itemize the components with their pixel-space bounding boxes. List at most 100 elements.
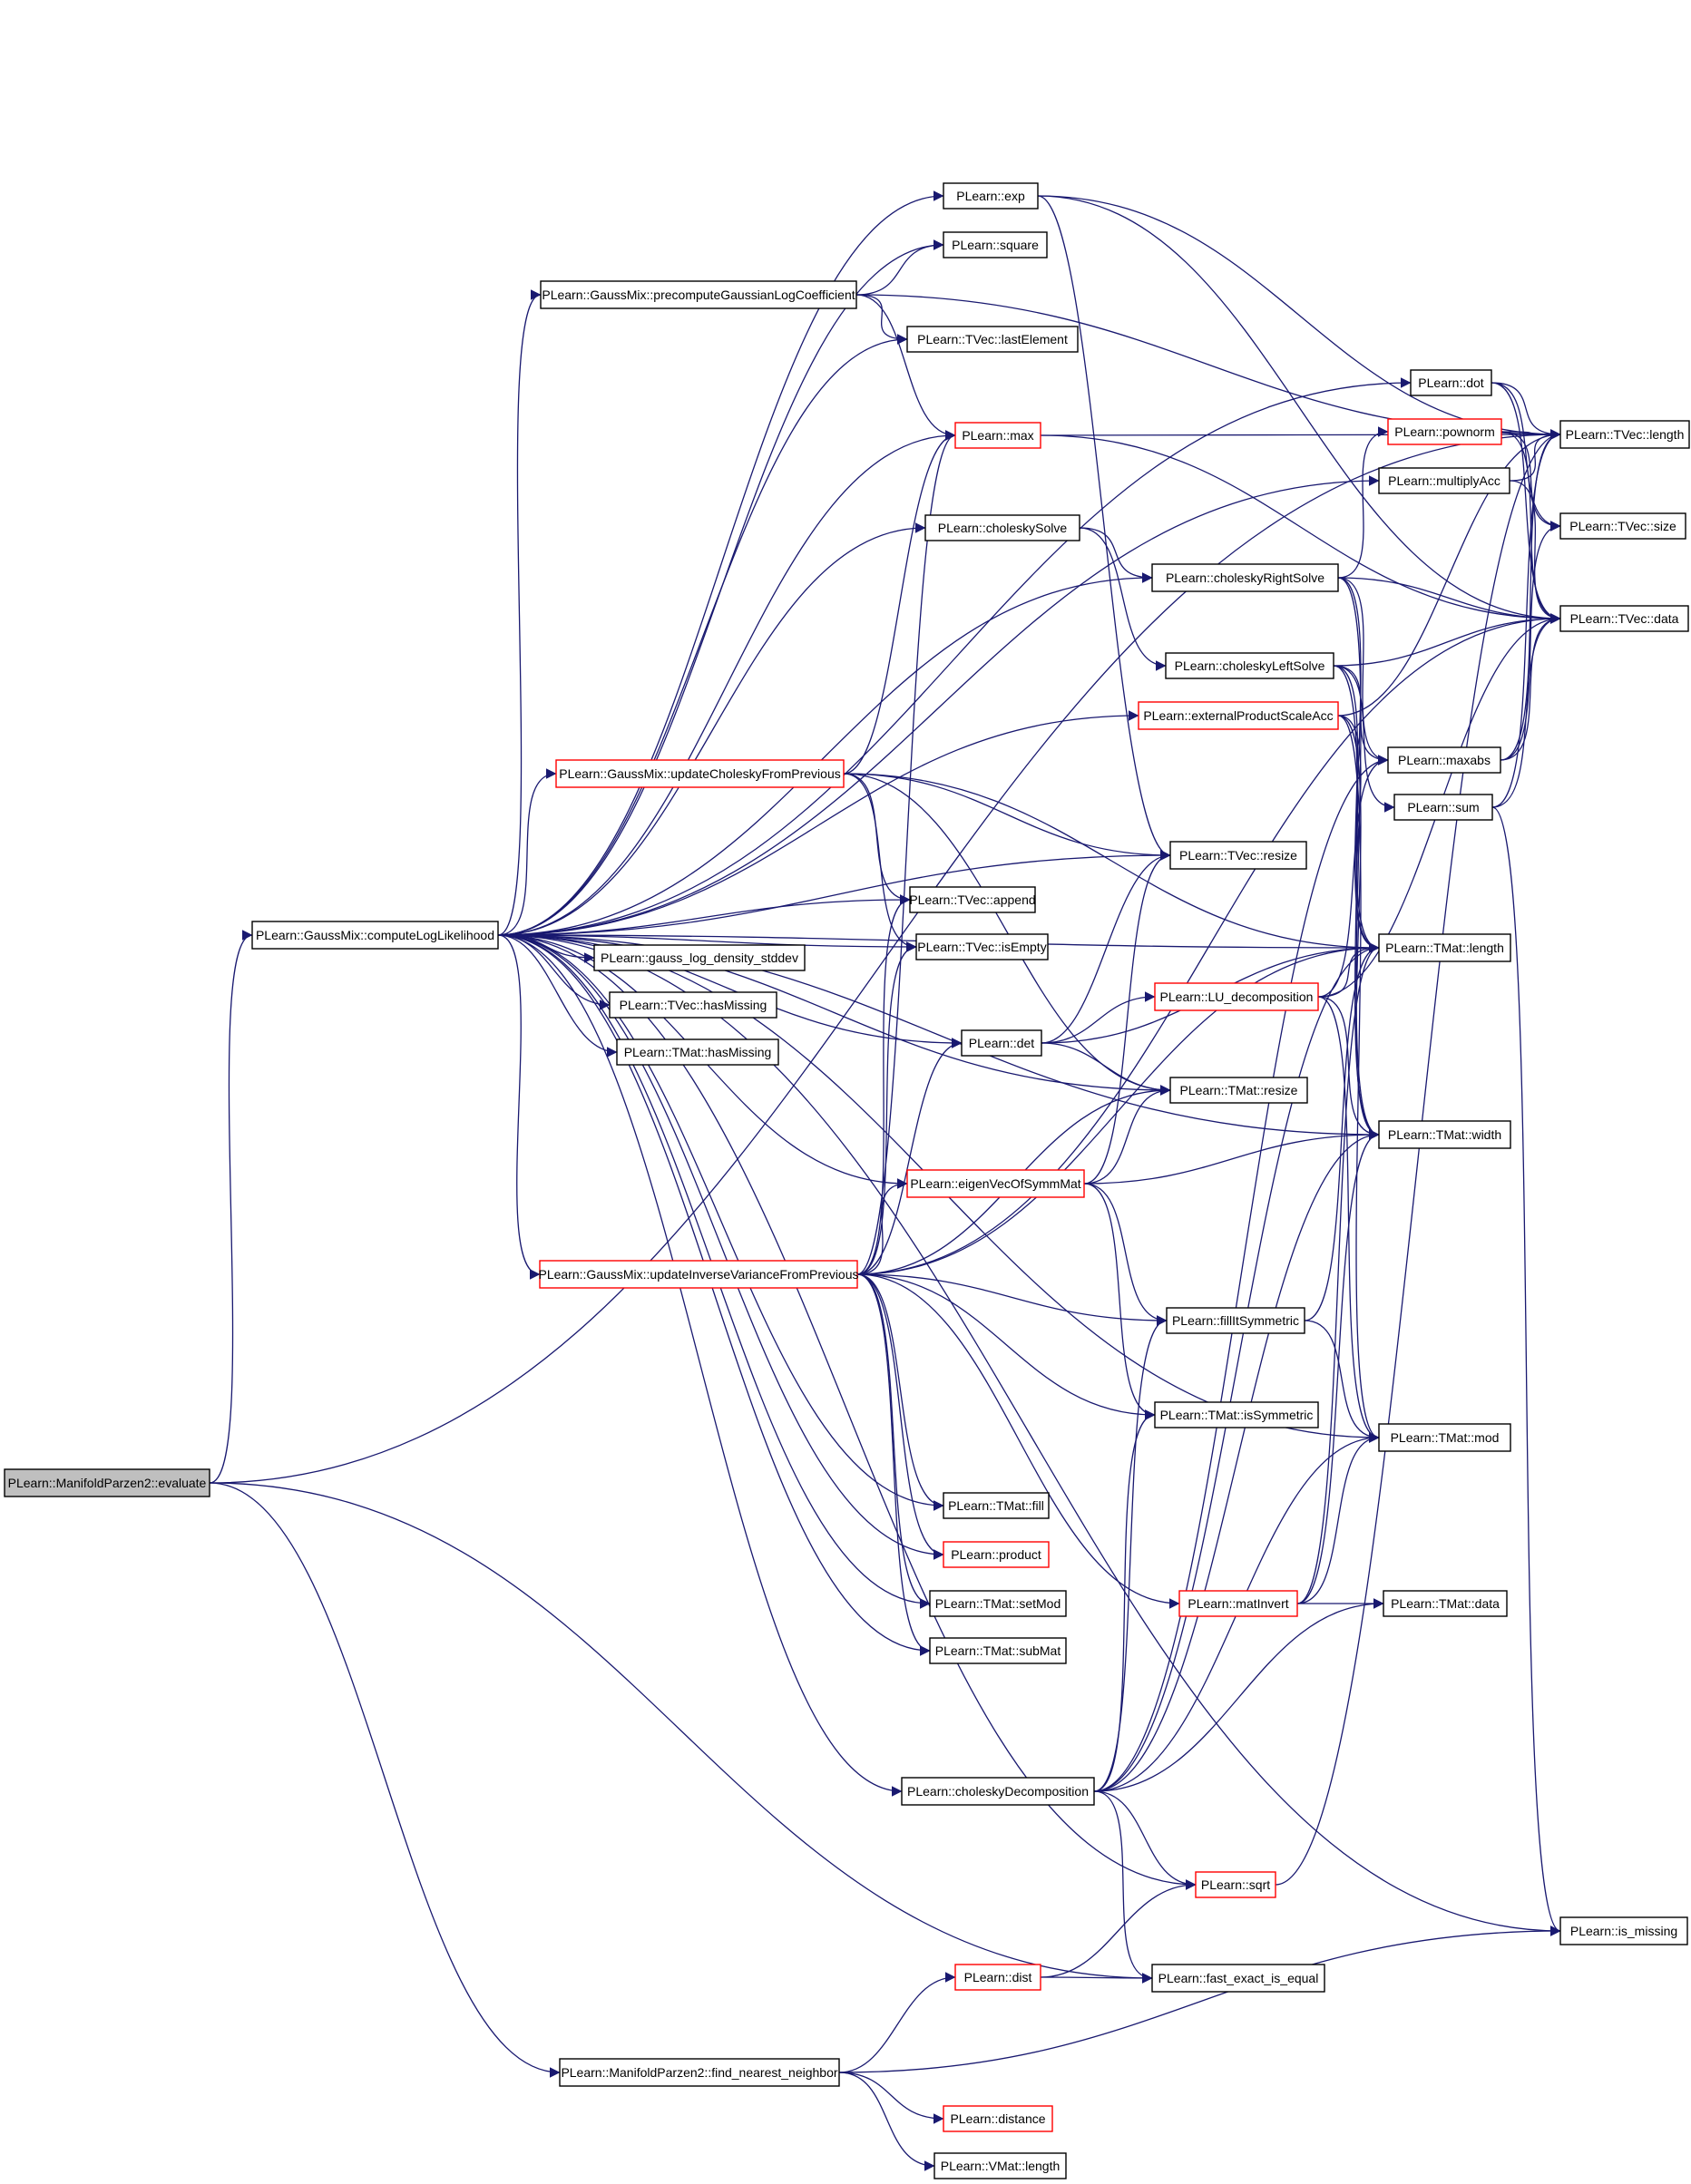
node-label: PLearn::gauss_log_density_stddev <box>601 951 798 965</box>
node-box <box>1151 563 1339 592</box>
node-plearn-tvec-hasmissing[interactable]: PLearn::TVec::hasMissing <box>609 991 777 1019</box>
node-plearn-tmat-data[interactable]: PLearn::TMat::data <box>1383 1590 1508 1617</box>
node-label: PLearn::fillItSymmetric <box>1172 1313 1299 1328</box>
node-plearn-tmat-fill[interactable]: PLearn::TMat::fill <box>943 1492 1050 1519</box>
node-plearn-distance[interactable]: PLearn::distance <box>943 2105 1053 2132</box>
edge-maxabs-to-tvecsize <box>1500 521 1561 761</box>
edge-dot-to-tveclength <box>1491 382 1561 440</box>
node-plearn-tmat-issymmetric[interactable]: PLearn::TMat::isSymmetric <box>1154 1401 1319 1428</box>
node-plearn-manifoldparzen2-evaluate[interactable]: PLearn::ManifoldParzen2::evaluate <box>4 1468 210 1497</box>
node-plearn-sum[interactable]: PLearn::sum <box>1393 794 1493 821</box>
node-plearn-product[interactable]: PLearn::product <box>943 1541 1050 1568</box>
node-plearn-multiplyacc[interactable]: PLearn::multiplyAcc <box>1378 467 1510 494</box>
node-plearn-fast-exact-is-equal[interactable]: PLearn::fast_exact_is_equal <box>1151 1964 1325 1993</box>
edge-cholRightSolve-to-tvecdata <box>1337 577 1561 624</box>
node-label: PLearn::matInvert <box>1188 1596 1288 1611</box>
edge-computeLL-to-tvecresize <box>497 850 1171 936</box>
node-plearn-gaussmix-updateinversevariancefromprevious[interactable]: PLearn::GaussMix::updateInverseVarianceF… <box>538 1260 859 1289</box>
edge-pownorm-to-tveclength <box>1500 429 1561 440</box>
node-plearn-exp[interactable]: PLearn::exp <box>943 182 1039 210</box>
node-plearn-choleskyleftsolve[interactable]: PLearn::choleskyLeftSolve <box>1165 652 1334 679</box>
edge-eigen-to-isSymmetric <box>1083 1183 1156 1420</box>
node-plearn-tmat-length[interactable]: PLearn::TMat::length <box>1378 933 1511 962</box>
node-plearn-vmat-length[interactable]: PLearn::VMat::length <box>933 2152 1067 2179</box>
node-plearn-tmat-width[interactable]: PLearn::TMat::width <box>1378 1120 1511 1149</box>
edge-choleskySolve-to-cholLeftSolve <box>1079 527 1167 671</box>
node-plearn-gauss-log-density-stddev[interactable]: PLearn::gauss_log_density_stddev <box>593 944 806 971</box>
edge-updCholesky-to-isEmpty <box>843 773 917 952</box>
node-plearn-choleskyrightsolve[interactable]: PLearn::choleskyRightSolve <box>1151 563 1339 592</box>
node-plearn-square[interactable]: PLearn::square <box>943 231 1048 258</box>
edge-cholDecomp-to-tmatwidth <box>1093 1129 1380 1792</box>
edge-computeLL-to-tmatresize <box>497 934 1171 1096</box>
node-plearn-tvec-size[interactable]: PLearn::TVec::size <box>1559 512 1686 540</box>
node-plearn-externalproductscaleacc[interactable]: PLearn::externalProductScaleAcc <box>1138 701 1339 730</box>
edge-cholRightSolve-to-maxabs <box>1337 577 1389 765</box>
edge-LU-to-maxabs <box>1317 755 1389 998</box>
edge-computeLL-to-det <box>497 934 963 1048</box>
node-box <box>943 231 1048 258</box>
node-plearn-manifoldparzen2-find-nearest-neighbor[interactable]: PLearn::ManifoldParzen2::find_nearest_ne… <box>559 2058 840 2087</box>
node-plearn-gaussmix-updatecholeskyfromprevious[interactable]: PLearn::GaussMix::updateCholeskyFromPrev… <box>555 759 845 788</box>
node-box <box>1559 420 1690 449</box>
node-plearn-tmat-mod[interactable]: PLearn::TMat::mod <box>1378 1423 1511 1452</box>
node-box <box>616 1038 779 1066</box>
node-plearn-sqrt[interactable]: PLearn::sqrt <box>1195 1871 1276 1898</box>
node-plearn-gaussmix-computeloglikelihood[interactable]: PLearn::GaussMix::computeLogLikelihood <box>251 921 499 950</box>
node-label: PLearn::choleskyLeftSolve <box>1175 658 1325 673</box>
node-plearn-tmat-resize[interactable]: PLearn::TMat::resize <box>1169 1077 1308 1104</box>
node-plearn-fillitsymmetric[interactable]: PLearn::fillItSymmetric <box>1166 1307 1305 1334</box>
node-box <box>943 1541 1050 1568</box>
node-plearn-tvec-resize[interactable]: PLearn::TVec::resize <box>1169 841 1307 870</box>
edge-cholLeftSolve-to-tvecdata <box>1333 613 1561 667</box>
node-plearn-lu-decomposition[interactable]: PLearn::LU_decomposition <box>1154 982 1319 1011</box>
node-box <box>1383 1590 1508 1617</box>
node-plearn-max[interactable]: PLearn::max <box>954 422 1041 449</box>
node-plearn-gaussmix-precomputegaussianlogcoefficient[interactable]: PLearn::GaussMix::precomputeGaussianLogC… <box>540 280 857 309</box>
node-plearn-det[interactable]: PLearn::det <box>961 1029 1042 1057</box>
node-label: PLearn::TVec::size <box>1569 519 1676 533</box>
node-plearn-maxabs[interactable]: PLearn::maxabs <box>1387 746 1501 774</box>
edge-updInvVar-to-det <box>856 1038 963 1275</box>
node-label: PLearn::TMat::isSymmetric <box>1160 1408 1314 1422</box>
node-plearn-matinvert[interactable]: PLearn::matInvert <box>1178 1590 1298 1617</box>
edge-computeLL-to-updInvVar <box>497 934 541 1280</box>
edge-cholLeftSolve-to-maxabs <box>1333 665 1389 765</box>
node-label: PLearn::det <box>969 1036 1034 1050</box>
edge-choleskySolve-to-cholRightSolve <box>1079 527 1153 583</box>
node-plearn-choleskysolve[interactable]: PLearn::choleskySolve <box>924 514 1080 541</box>
node-plearn-dot[interactable]: PLearn::dot <box>1410 369 1492 396</box>
edge-exp-to-tvecresize <box>1037 195 1171 861</box>
node-plearn-tmat-setmod[interactable]: PLearn::TMat::setMod <box>929 1590 1067 1617</box>
node-plearn-tvec-data[interactable]: PLearn::TVec::data <box>1559 605 1689 632</box>
edge-pownorm-to-tvecsize <box>1500 431 1561 531</box>
edge-evaluate-to-tveclength <box>209 429 1561 1484</box>
node-plearn-pownorm[interactable]: PLearn::pownorm <box>1387 418 1502 445</box>
node-plearn-tmat-submat[interactable]: PLearn::TMat::subMat <box>929 1637 1067 1664</box>
edge-sqrt-to-tveclength <box>1275 429 1561 1886</box>
node-box <box>915 933 1049 960</box>
edge-computeLL-to-multiplyAcc <box>497 475 1380 936</box>
edge-precompute-to-square <box>855 239 944 296</box>
node-plearn-tvec-isempty[interactable]: PLearn::TVec::isEmpty <box>915 933 1049 960</box>
node-plearn-is-missing[interactable]: PLearn::is_missing <box>1559 1916 1688 1945</box>
node-plearn-tvec-append[interactable]: PLearn::TVec::append <box>909 886 1036 913</box>
node-box <box>924 514 1080 541</box>
edge-exp-to-tvecdata <box>1037 195 1561 624</box>
edge-findNN-to-distance <box>838 2072 944 2124</box>
node-plearn-tmat-hasmissing[interactable]: PLearn::TMat::hasMissing <box>616 1038 779 1066</box>
node-plearn-tvec-length[interactable]: PLearn::TVec::length <box>1559 420 1690 449</box>
node-plearn-dist[interactable]: PLearn::dist <box>954 1964 1041 1991</box>
node-plearn-choleskydecomposition[interactable]: PLearn::choleskyDecomposition <box>901 1777 1095 1806</box>
edge-cholLeftSolve-to-tmatlength <box>1333 665 1380 953</box>
node-box <box>1151 1964 1325 1993</box>
node-plearn-eigenvecofsymmmat[interactable]: PLearn::eigenVecOfSymmMat <box>906 1169 1085 1198</box>
edge-extProd-to-tmatmod <box>1337 715 1380 1443</box>
node-box <box>943 1492 1050 1519</box>
node-box <box>954 422 1041 449</box>
node-label: PLearn::TMat::subMat <box>935 1643 1061 1658</box>
node-box <box>1378 933 1511 962</box>
edge-cholDecomp-to-tmatlength <box>1093 942 1380 1792</box>
node-label: PLearn::exp <box>956 189 1025 203</box>
node-plearn-tvec-lastelement[interactable]: PLearn::TVec::lastElement <box>906 326 1079 353</box>
